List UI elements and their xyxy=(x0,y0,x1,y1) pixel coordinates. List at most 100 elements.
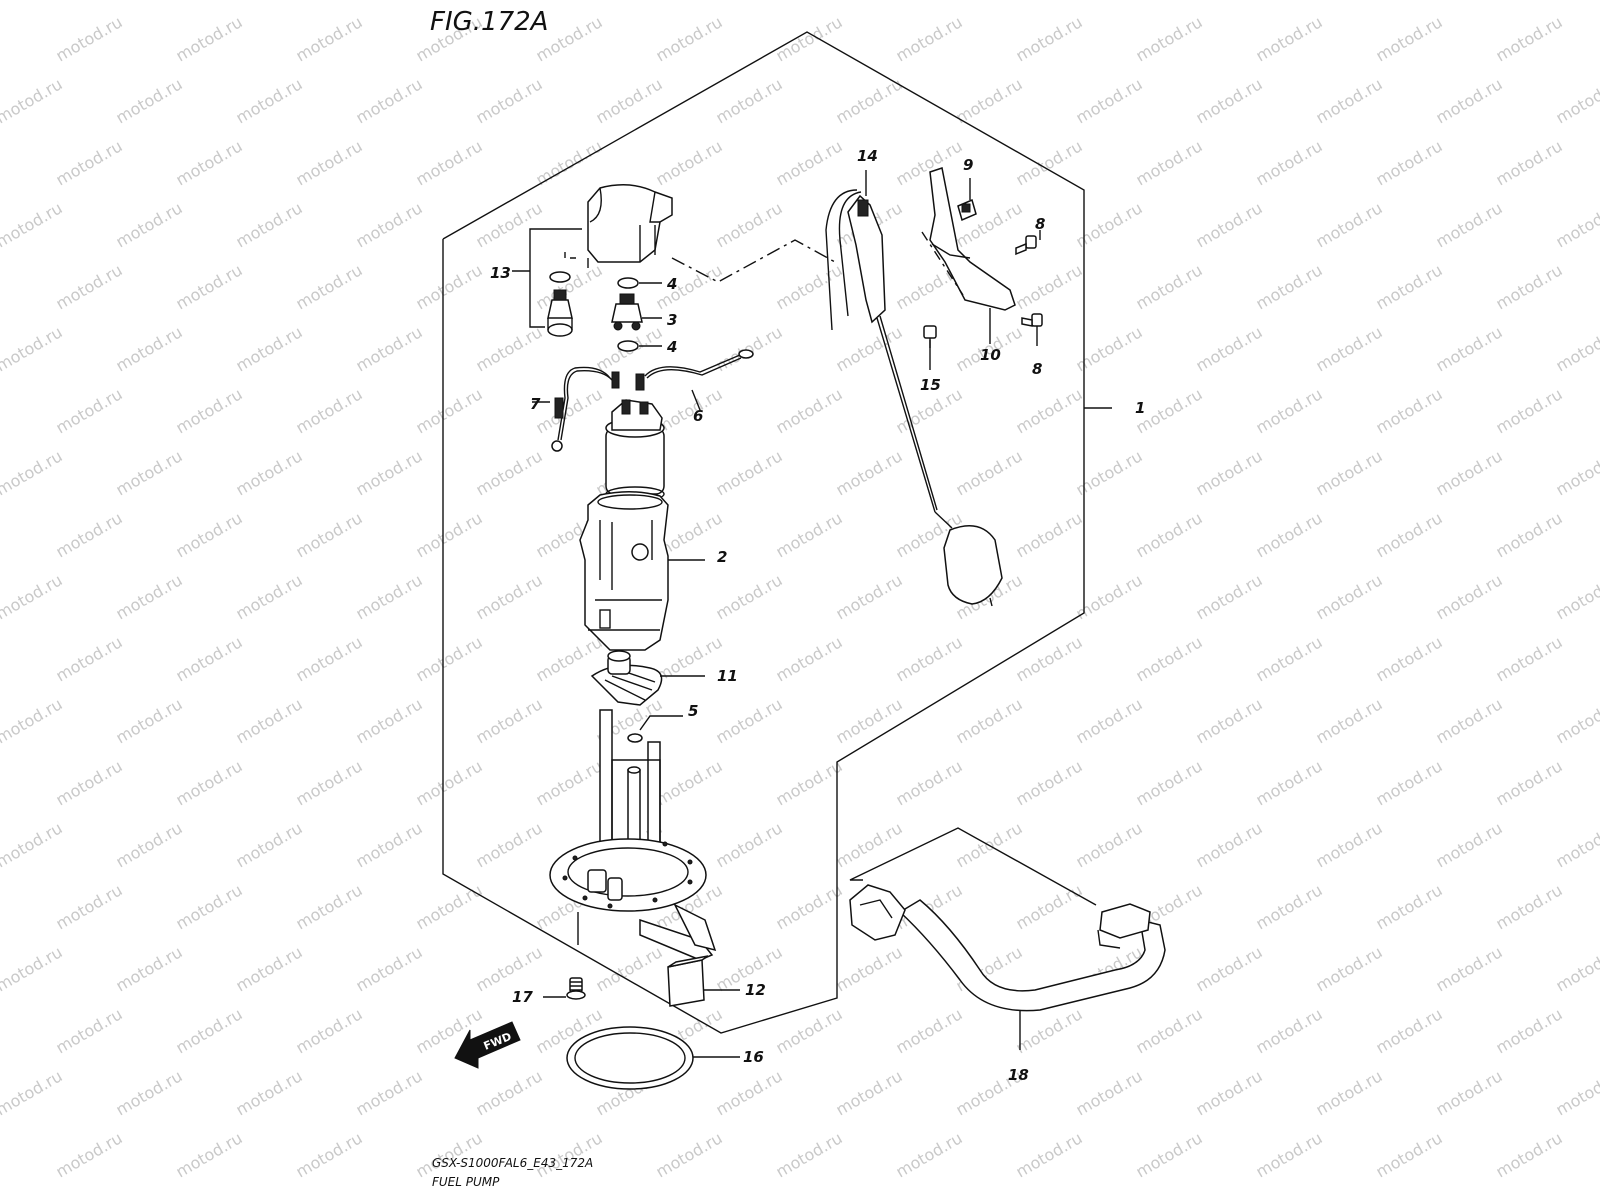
watermark-text: motod.ru xyxy=(413,756,486,809)
footer-name: FUEL PUMP xyxy=(432,1175,500,1189)
watermark-text: motod.ru xyxy=(1373,632,1446,685)
callout-9: 9 xyxy=(963,156,973,174)
watermark-text: motod.ru xyxy=(713,694,786,747)
watermark-text: motod.ru xyxy=(353,446,426,499)
watermark-text: motod.ru xyxy=(233,818,306,871)
watermark-text: motod.ru xyxy=(1433,570,1506,623)
watermark-text: motod.ru xyxy=(1493,1128,1566,1181)
watermark-text: motod.ru xyxy=(413,136,486,189)
callout-14: 14 xyxy=(857,147,878,165)
watermark-text: motod.ru xyxy=(473,446,546,499)
watermark-text: motod.ru xyxy=(1373,12,1446,65)
watermark-text: motod.ru xyxy=(713,570,786,623)
watermark-text: motod.ru xyxy=(1373,508,1446,561)
leader-5 xyxy=(639,715,683,731)
watermark-text: motod.ru xyxy=(1193,694,1266,747)
bracket-10 xyxy=(929,167,1016,311)
watermark-text: motod.ru xyxy=(1553,942,1600,995)
fuel-level-gauge-14 xyxy=(825,189,1003,607)
watermark-text: motod.ru xyxy=(1373,260,1446,313)
watermark-text: motod.ru xyxy=(1493,136,1566,189)
watermark-text: motod.ru xyxy=(0,322,66,375)
watermark-text: motod.ru xyxy=(53,384,126,437)
callout-13: 13 xyxy=(490,264,511,282)
watermark-text: motod.ru xyxy=(1313,198,1386,251)
watermark-text: motod.ru xyxy=(1253,12,1326,65)
watermark-text: motod.ru xyxy=(473,694,546,747)
hose-boundary xyxy=(849,827,1097,906)
callout-5: 5 xyxy=(688,702,698,720)
watermark-text: motod.ru xyxy=(1253,632,1326,685)
leader-13-bracket xyxy=(529,228,582,328)
watermark-text: motod.ru xyxy=(1493,632,1566,685)
watermark-text: motod.ru xyxy=(533,756,606,809)
watermark-text: motod.ru xyxy=(1253,508,1326,561)
figure-title: FIG.172A xyxy=(430,7,548,37)
pump-case-2 xyxy=(579,491,669,651)
watermark-text: motod.ru xyxy=(713,322,786,375)
watermark-text: motod.ru xyxy=(1253,384,1326,437)
gasket-16 xyxy=(566,1026,694,1090)
watermark-text: motod.ru xyxy=(1313,942,1386,995)
watermark-text: motod.ru xyxy=(473,198,546,251)
clip-9 xyxy=(957,198,977,222)
watermark-text: motod.ru xyxy=(713,446,786,499)
watermark-text: motod.ru xyxy=(1253,880,1326,933)
watermark-text: motod.ru xyxy=(1433,198,1506,251)
watermark-text: motod.ru xyxy=(1313,74,1386,127)
watermark-text: motod.ru xyxy=(1013,756,1086,809)
watermark-text: motod.ru xyxy=(0,198,66,251)
callout-3: 3 xyxy=(667,311,677,329)
leader-6 xyxy=(691,389,701,411)
watermark-text: motod.ru xyxy=(1013,12,1086,65)
watermark-text: motod.ru xyxy=(653,756,726,809)
watermark-text: motod.ru xyxy=(173,136,246,189)
watermark-text: motod.ru xyxy=(1373,1004,1446,1057)
watermark-text: motod.ru xyxy=(1553,570,1600,623)
watermark-text: motod.ru xyxy=(1433,818,1506,871)
watermark-text: motod.ru xyxy=(1553,198,1600,251)
watermark-text: motod.ru xyxy=(773,1128,846,1181)
watermark-text: motod.ru xyxy=(1193,446,1266,499)
watermark-text: motod.ru xyxy=(113,818,186,871)
watermark-text: motod.ru xyxy=(413,508,486,561)
watermark-text: motod.ru xyxy=(953,74,1026,127)
dashed-10 xyxy=(921,231,964,296)
watermark-text: motod.ru xyxy=(1193,818,1266,871)
watermark-text: motod.ru xyxy=(1133,1128,1206,1181)
watermark-text: motod.ru xyxy=(1553,74,1600,127)
screw-15 xyxy=(923,325,937,348)
watermark-text: motod.ru xyxy=(473,570,546,623)
lead-wire-7 xyxy=(551,366,620,452)
watermark-text: motod.ru xyxy=(1013,1004,1086,1057)
watermark-text: motod.ru xyxy=(1073,694,1146,747)
callout-2: 2 xyxy=(717,548,727,566)
watermark-text: motod.ru xyxy=(293,12,366,65)
watermark-text: motod.ru xyxy=(1013,880,1086,933)
callout-12: 12 xyxy=(745,981,766,999)
watermark-text: motod.ru xyxy=(173,1128,246,1181)
watermark-text: motod.ru xyxy=(1013,508,1086,561)
callout-17: 17 xyxy=(512,988,533,1006)
watermark-text: motod.ru xyxy=(1013,1128,1086,1181)
watermark-text: motod.ru xyxy=(1553,694,1600,747)
watermark-text: motod.ru xyxy=(833,570,906,623)
assembly-boundary xyxy=(442,31,1085,1034)
watermark-text: motod.ru xyxy=(1433,694,1506,747)
watermark-text: motod.ru xyxy=(233,446,306,499)
watermark-text: motod.ru xyxy=(293,260,366,313)
watermark-text: motod.ru xyxy=(1193,198,1266,251)
watermark-text: motod.ru xyxy=(53,260,126,313)
callout-8-upper: 8 xyxy=(1035,215,1045,233)
watermark-text: motod.ru xyxy=(1553,446,1600,499)
watermark-text: motod.ru xyxy=(293,756,366,809)
watermark-text: motod.ru xyxy=(1373,1128,1446,1181)
watermark-text: motod.ru xyxy=(113,694,186,747)
watermark-text: motod.ru xyxy=(1493,1004,1566,1057)
watermark-text: motod.ru xyxy=(833,446,906,499)
watermark-text: motod.ru xyxy=(1013,384,1086,437)
watermark-text: motod.ru xyxy=(1493,384,1566,437)
watermark-text: motod.ru xyxy=(893,1004,966,1057)
watermark-text: motod.ru xyxy=(1073,1066,1146,1119)
pump-flange-assembly xyxy=(549,709,717,961)
